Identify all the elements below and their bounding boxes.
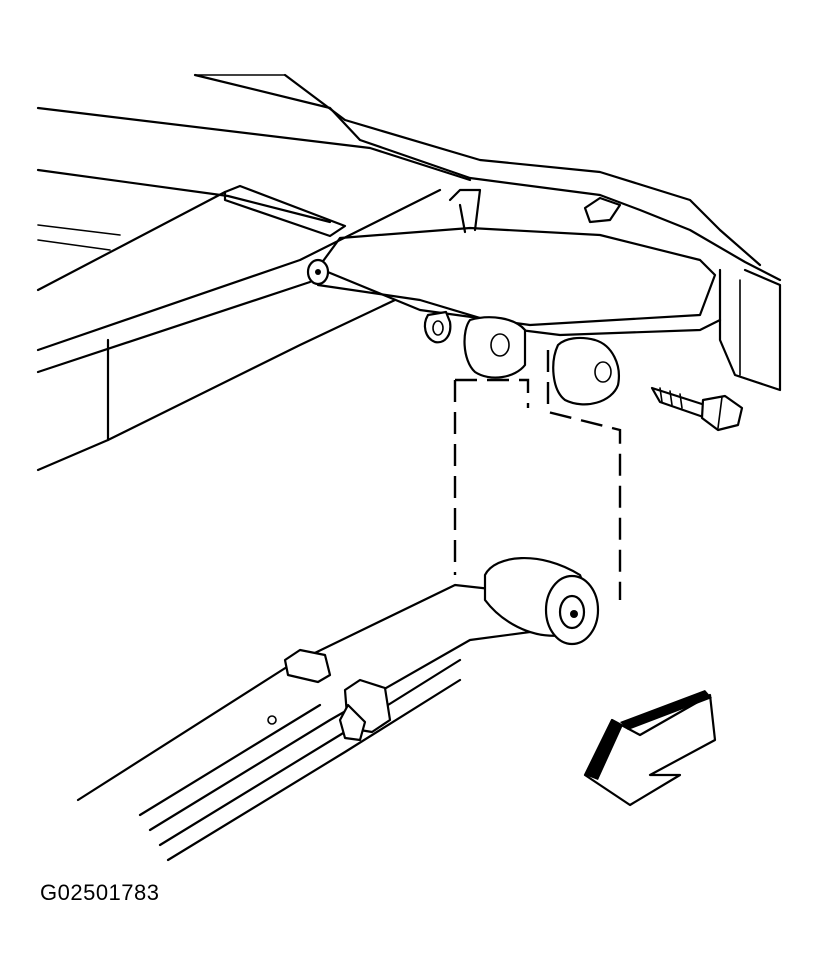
shackle-plates xyxy=(423,310,620,406)
figure-id-label: G02501783 xyxy=(40,880,160,905)
alignment-guides xyxy=(453,350,622,600)
spring-hanger-bracket xyxy=(306,188,782,392)
shackle-bolt xyxy=(650,386,744,432)
body-floor-panel xyxy=(193,73,782,282)
frame-rail xyxy=(36,106,472,472)
front-arrow-icon xyxy=(583,690,717,807)
leaf-spring xyxy=(76,556,600,862)
spring-clips xyxy=(283,648,392,742)
